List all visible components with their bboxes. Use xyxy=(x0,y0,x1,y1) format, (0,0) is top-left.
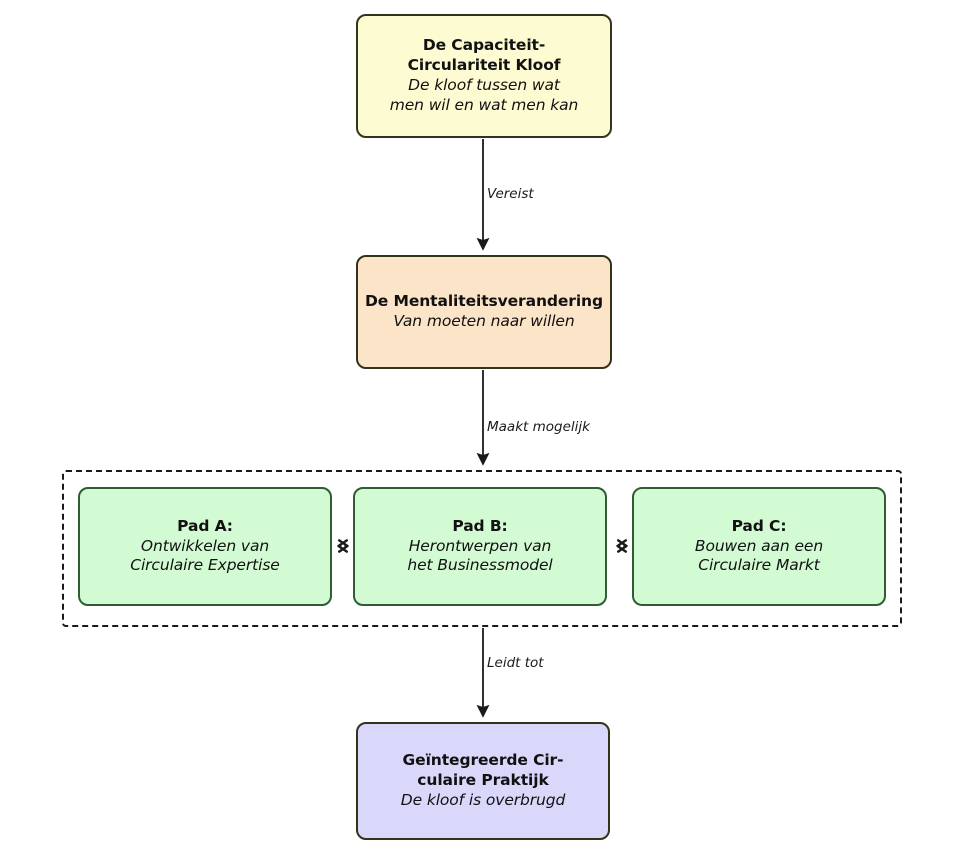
node-pad-b[interactable]: Pad B: Herontwerpen van het Businessmode… xyxy=(353,487,607,606)
node-pad-a[interactable]: Pad A: Ontwikkelen van Circulaire Expert… xyxy=(78,487,332,606)
node-capaciteit-circulariteit-kloof[interactable]: De Capaciteit- Circulariteit Kloof De kl… xyxy=(356,14,612,138)
node-title-line1: Geïntegreerde Cir- xyxy=(402,751,564,770)
node-title-line1: De Mentaliteitsverandering xyxy=(365,292,603,311)
edge-label-leidt-tot: Leidt tot xyxy=(487,655,544,671)
node-pad-c[interactable]: Pad C: Bouwen aan een Circulaire Markt xyxy=(632,487,886,606)
node-subtitle-line1: Bouwen aan een xyxy=(694,536,824,555)
paths-group-container xyxy=(62,470,902,627)
node-title-line2: Circulariteit Kloof xyxy=(407,56,561,75)
node-subtitle-line1: Herontwerpen van xyxy=(408,536,552,555)
node-geintegreerde-circulaire-praktijk[interactable]: Geïntegreerde Cir- culaire Praktijk De k… xyxy=(356,722,610,840)
node-title-line1: Pad B: xyxy=(452,516,508,535)
node-title-line2: culaire Praktijk xyxy=(417,771,549,790)
node-subtitle-line2: men wil en wat men kan xyxy=(389,95,579,114)
node-title-line1: Pad C: xyxy=(731,516,787,535)
node-subtitle-line2: Circulaire Markt xyxy=(698,556,820,575)
node-title-line1: De Capaciteit- xyxy=(422,36,546,55)
node-title-line1: Pad A: xyxy=(177,516,233,535)
edge-label-maakt-mogelijk: Maakt mogelijk xyxy=(487,419,590,435)
node-subtitle-line1: De kloof is overbrugd xyxy=(400,790,566,809)
node-de-mentaliteitsverandering[interactable]: De Mentaliteitsverandering Van moeten na… xyxy=(356,255,612,369)
node-subtitle-line1: Ontwikkelen van xyxy=(140,536,270,555)
node-subtitle-line1: De kloof tussen wat xyxy=(408,76,560,94)
node-subtitle-line2: Circulaire Expertise xyxy=(130,556,280,575)
node-subtitle-line1: Van moeten naar willen xyxy=(393,312,575,330)
edge-label-vereist: Vereist xyxy=(487,186,534,202)
node-subtitle-line2: het Businessmodel xyxy=(407,556,553,575)
